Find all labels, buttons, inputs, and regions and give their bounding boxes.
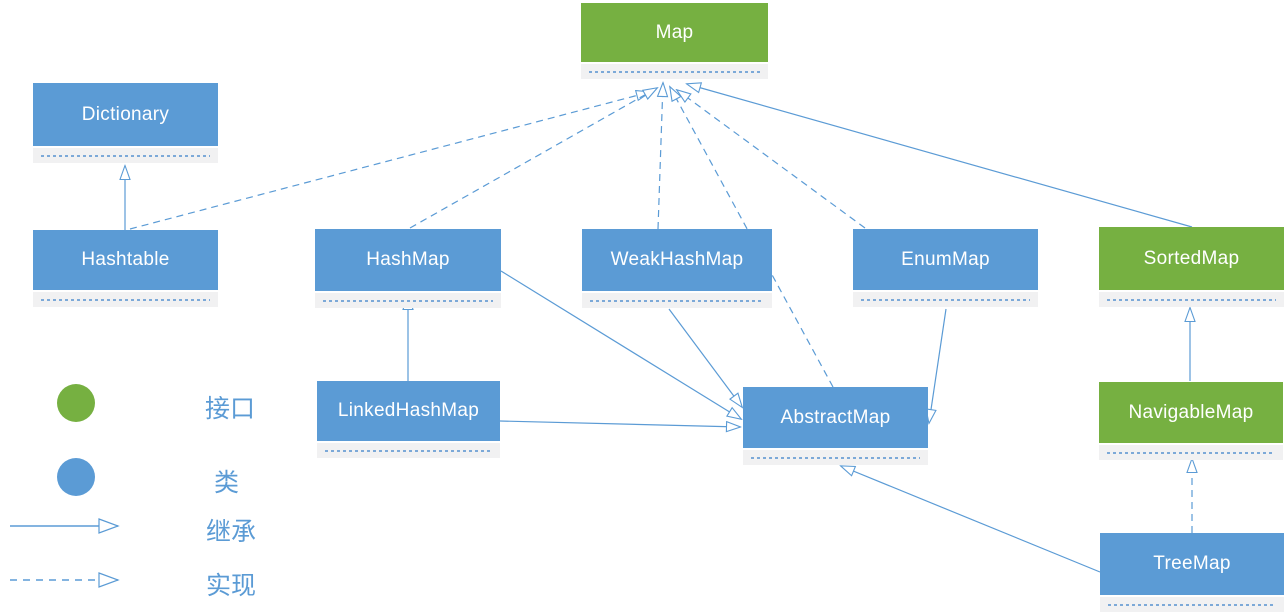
compartment-separator xyxy=(589,70,760,73)
node-label-treemap: TreeMap xyxy=(1100,533,1284,595)
node-sortedmap: SortedMap xyxy=(1099,227,1284,307)
node-label-sortedmap: SortedMap xyxy=(1099,227,1284,290)
node-enummap: EnumMap xyxy=(853,229,1038,307)
legend-circle-class-icon xyxy=(57,458,95,496)
node-label-navigablemap: NavigableMap xyxy=(1099,382,1283,443)
compartment-separator xyxy=(41,298,210,301)
edge-treemap-abstractmap-inherit xyxy=(841,466,1101,573)
node-map: Map xyxy=(581,3,768,79)
node-compartment-abstractmap xyxy=(743,450,928,465)
edge-weakhashmap-abstractmap-inherit xyxy=(668,308,742,407)
node-label-hashtable: Hashtable xyxy=(33,230,218,290)
node-hashmap: HashMap xyxy=(315,229,501,308)
node-navigablemap: NavigableMap xyxy=(1099,382,1283,460)
node-compartment-linkedhashmap xyxy=(317,443,500,458)
node-linkedhashmap: LinkedHashMap xyxy=(317,381,500,458)
node-label-map: Map xyxy=(581,3,768,62)
compartment-separator xyxy=(751,456,920,459)
edge-hashtable-map-implement xyxy=(129,92,650,230)
compartment-separator xyxy=(323,299,493,302)
compartment-separator xyxy=(861,298,1030,301)
node-compartment-hashmap xyxy=(315,293,501,308)
legend-label-arrow-solid: 继承 xyxy=(206,519,257,546)
node-compartment-navigablemap xyxy=(1099,445,1283,460)
node-compartment-enummap xyxy=(853,292,1038,307)
node-compartment-dictionary xyxy=(33,148,218,163)
compartment-separator xyxy=(590,299,764,302)
node-compartment-map xyxy=(581,64,768,79)
edge-hashmap-abstractmap-inherit xyxy=(500,270,741,419)
legend-label-circle-class: 类 xyxy=(214,470,240,497)
node-label-dictionary: Dictionary xyxy=(33,83,218,146)
node-weakhashmap: WeakHashMap xyxy=(582,229,772,308)
node-abstractmap: AbstractMap xyxy=(743,387,928,465)
node-label-hashmap: HashMap xyxy=(315,229,501,291)
compartment-separator xyxy=(41,154,210,157)
edge-sortedmap-map-inherit xyxy=(687,84,1193,228)
node-label-weakhashmap: WeakHashMap xyxy=(582,229,772,291)
edge-enummap-map-implement xyxy=(677,90,866,229)
edge-linkedhashmap-abstractmap-inherit xyxy=(499,420,740,427)
edge-weakhashmap-map-implement xyxy=(658,83,663,230)
compartment-separator xyxy=(1107,451,1275,454)
node-compartment-weakhashmap xyxy=(582,293,772,308)
node-compartment-sortedmap xyxy=(1099,292,1284,307)
node-label-abstractmap: AbstractMap xyxy=(743,387,928,448)
edge-enummap-abstractmap-inherit xyxy=(929,308,947,423)
node-compartment-treemap xyxy=(1100,597,1284,612)
node-treemap: TreeMap xyxy=(1100,533,1284,612)
legend-label-arrow-dashed: 实现 xyxy=(206,573,257,600)
node-compartment-hashtable xyxy=(33,292,218,307)
node-hashtable: Hashtable xyxy=(33,230,218,307)
node-label-enummap: EnumMap xyxy=(853,229,1038,290)
edge-hashmap-map-implement xyxy=(409,88,657,229)
compartment-separator xyxy=(325,449,492,452)
node-dictionary: Dictionary xyxy=(33,83,218,163)
compartment-separator xyxy=(1108,603,1276,606)
legend-label-circle-interface: 接口 xyxy=(205,396,256,423)
legend-circle-interface-icon xyxy=(57,384,95,422)
node-label-linkedhashmap: LinkedHashMap xyxy=(317,381,500,441)
compartment-separator xyxy=(1107,298,1276,301)
